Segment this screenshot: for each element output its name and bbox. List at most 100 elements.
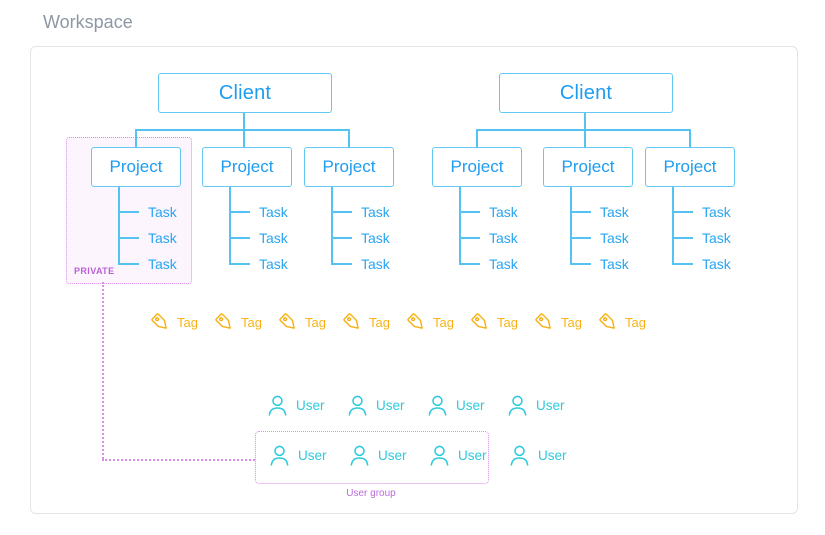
user-item: User bbox=[427, 443, 487, 468]
user-icon bbox=[430, 445, 449, 466]
project-box: Project bbox=[202, 147, 292, 187]
user-label: User bbox=[378, 448, 407, 463]
user-label: User bbox=[538, 448, 567, 463]
project-label: Project bbox=[322, 157, 376, 176]
user-item: User bbox=[425, 393, 485, 418]
tag-label: Tag bbox=[625, 315, 646, 330]
connector-tick bbox=[229, 263, 250, 265]
connector-tick bbox=[331, 211, 352, 213]
tag-icon bbox=[343, 313, 359, 329]
user-item: User bbox=[345, 393, 405, 418]
connector-line bbox=[689, 129, 691, 148]
connector-tick bbox=[331, 263, 352, 265]
task-label: Task bbox=[259, 256, 288, 272]
project-box: Project bbox=[304, 147, 394, 187]
task-label: Task bbox=[702, 204, 731, 220]
task-label: Task bbox=[361, 204, 390, 220]
task-label: Task bbox=[489, 204, 518, 220]
task-label: Task bbox=[148, 230, 177, 246]
private-link-horizontal bbox=[102, 459, 255, 461]
project-box: Project bbox=[91, 147, 181, 187]
user-label: User bbox=[376, 398, 405, 413]
connector-line bbox=[584, 111, 586, 129]
task-label: Task bbox=[600, 230, 629, 246]
connector-line bbox=[584, 129, 586, 148]
task-row: Task bbox=[118, 255, 177, 273]
task-row: Task bbox=[459, 203, 518, 221]
tag-label: Tag bbox=[177, 315, 198, 330]
task-label: Task bbox=[702, 230, 731, 246]
connector-line bbox=[459, 186, 461, 265]
task-row: Task bbox=[229, 203, 288, 221]
connector-tick bbox=[229, 211, 250, 213]
connector-line bbox=[118, 186, 120, 265]
task-row: Task bbox=[459, 229, 518, 247]
tag-icon bbox=[535, 313, 551, 329]
task-label: Task bbox=[259, 204, 288, 220]
user-icon bbox=[348, 395, 367, 416]
task-row: Task bbox=[672, 255, 731, 273]
connector-tick bbox=[118, 211, 139, 213]
tag-icon bbox=[471, 313, 487, 329]
task-row: Task bbox=[672, 203, 731, 221]
connector-line bbox=[229, 186, 231, 265]
user-icon bbox=[268, 395, 287, 416]
connector-line bbox=[348, 129, 350, 148]
task-row: Task bbox=[229, 255, 288, 273]
tag-item: Tag bbox=[405, 311, 454, 334]
project-group: Project Task Task Task bbox=[432, 147, 522, 272]
connector-tick bbox=[570, 211, 591, 213]
task-row: Task bbox=[331, 229, 390, 247]
user-label: User bbox=[536, 398, 565, 413]
connector-line bbox=[243, 111, 245, 129]
connector-tick bbox=[672, 263, 693, 265]
project-label: Project bbox=[561, 157, 615, 176]
connector-tick bbox=[459, 211, 480, 213]
connector-tick bbox=[459, 237, 480, 239]
user-label: User bbox=[298, 448, 327, 463]
user-icon bbox=[350, 445, 369, 466]
tag-icon bbox=[215, 313, 231, 329]
task-row: Task bbox=[331, 203, 390, 221]
tag-label: Tag bbox=[497, 315, 518, 330]
project-box: Project bbox=[645, 147, 735, 187]
project-group: Project Task Task Task bbox=[91, 147, 181, 272]
user-item: User bbox=[347, 443, 407, 468]
task-row: Task bbox=[118, 229, 177, 247]
client-cluster-1: PRIVATE Client Project Task Task Task Pr… bbox=[66, 73, 395, 284]
user-label: User bbox=[458, 448, 487, 463]
private-link-vertical bbox=[102, 282, 104, 459]
connector-tick bbox=[672, 237, 693, 239]
connector-tick bbox=[570, 237, 591, 239]
connector-line bbox=[476, 129, 691, 131]
task-label: Task bbox=[148, 256, 177, 272]
workspace-title: Workspace bbox=[43, 12, 133, 32]
tag-icon bbox=[599, 313, 615, 329]
task-row: Task bbox=[229, 229, 288, 247]
user-item: User bbox=[265, 393, 325, 418]
project-group: Project Task Task Task bbox=[304, 147, 394, 272]
connector-line bbox=[243, 129, 245, 148]
project-label: Project bbox=[109, 157, 163, 176]
user-item: User bbox=[507, 443, 567, 468]
client-label: Client bbox=[559, 81, 613, 104]
tag-label: Tag bbox=[305, 315, 326, 330]
connector-tick bbox=[118, 263, 139, 265]
tag-item: Tag bbox=[341, 311, 390, 334]
connector-line bbox=[476, 129, 478, 148]
project-group: Project Task Task Task bbox=[645, 147, 735, 272]
project-label: Project bbox=[663, 157, 717, 176]
connector-tick bbox=[229, 237, 250, 239]
connector-line bbox=[135, 129, 350, 131]
user-group-box bbox=[255, 431, 489, 484]
user-group-label: User group bbox=[346, 488, 396, 499]
tag-item: Tag bbox=[213, 311, 262, 334]
connector-tick bbox=[331, 237, 352, 239]
tag-icon bbox=[407, 313, 423, 329]
tag-label: Tag bbox=[369, 315, 390, 330]
tag-item: Tag bbox=[533, 311, 582, 334]
user-icon bbox=[508, 395, 527, 416]
tag-icon bbox=[151, 313, 167, 329]
tag-item: Tag bbox=[597, 311, 646, 334]
